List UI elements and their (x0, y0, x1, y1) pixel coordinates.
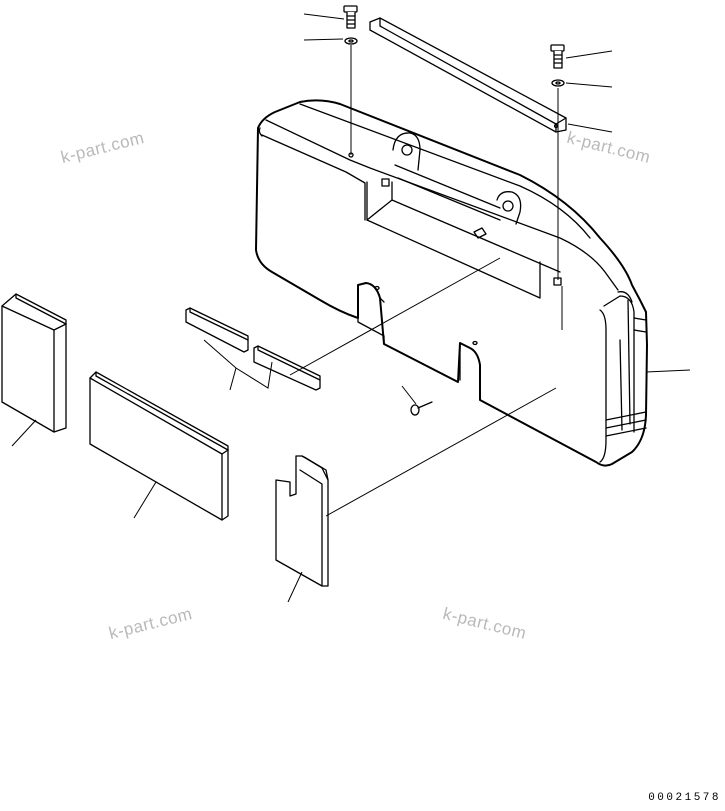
leader-counterweight (645, 369, 691, 373)
leader-screw (401, 385, 417, 405)
counterweight-body (255, 99, 648, 467)
leader-strips-3 (229, 367, 237, 391)
leader-strips-2 (203, 339, 273, 389)
plate-large (89, 371, 229, 521)
plate-notched (275, 455, 329, 587)
leader-strips-1 (289, 257, 501, 376)
top-plate (369, 17, 567, 133)
bolt-left (343, 5, 358, 29)
plate-left-tall (1, 293, 67, 433)
leader-plate-large (133, 481, 157, 519)
leader-bolt-left (303, 13, 345, 20)
leader-plate-notched (287, 571, 303, 603)
leader-washer-right (565, 82, 613, 88)
leader-plate-left (11, 419, 37, 447)
leader-top-plate (567, 123, 613, 133)
strip-lower (253, 345, 321, 391)
leader-lines (11, 13, 691, 603)
screw (410, 401, 433, 416)
leader-plate-notched-2 (325, 387, 557, 517)
drawing-number: 00021578 (648, 792, 721, 804)
leader-washer-left (303, 38, 344, 41)
washer-right (551, 79, 565, 87)
strip-upper (185, 307, 249, 353)
leader-bolt-right (565, 50, 613, 59)
washer-left (344, 37, 358, 45)
bolt-right (550, 44, 565, 69)
